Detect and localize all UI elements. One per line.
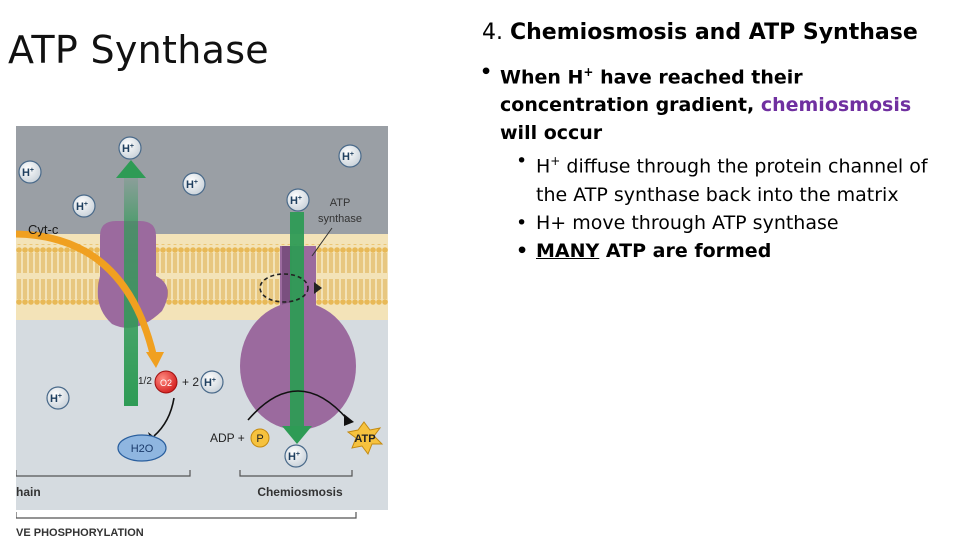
phosphorylation-label: VE PHOSPHORYLATION	[16, 527, 144, 539]
bullet-dot: •	[516, 237, 528, 265]
adp-label: ADP +	[210, 431, 245, 445]
atp-synthase-label-line2: synthase	[318, 213, 362, 225]
sub-bullet-item: • H+ move through ATP synthase	[516, 209, 950, 237]
plus-two-label: + 2	[182, 375, 199, 389]
slide-title: ATP Synthase	[8, 28, 269, 72]
chain-label: hain	[16, 485, 41, 499]
heading-text: Chemiosmosis and ATP Synthase	[510, 20, 918, 45]
sub-bullet-item: • H+ diffuse through the protein channel…	[516, 147, 950, 208]
chemiosmosis-label: Chemiosmosis	[257, 485, 343, 499]
atp-synthase-label-line1: ATP	[330, 197, 351, 209]
chemiosmosis-highlight: chemiosmosis	[761, 94, 911, 116]
heading-number: 4.	[482, 20, 503, 45]
section-heading: 4. Chemiosmosis and ATP Synthase	[482, 20, 918, 45]
sub-bullet-item: • MANY ATP are formed	[516, 237, 950, 265]
many-emphasis: MANY	[536, 240, 599, 262]
half-label: 1/2	[138, 376, 152, 387]
cyt-c-label: Cyt-c	[28, 222, 59, 237]
atp-synthase-diagram: H+ H+ H+ H+ H+ H+ H+ H+ H+ Cyt-c ATP syn…	[16, 126, 388, 540]
svg-text:P: P	[256, 433, 263, 445]
bullet-dot: •	[516, 147, 527, 175]
svg-text:O2: O2	[160, 378, 172, 388]
bullet-list: • When H+ have reached their concentrati…	[480, 58, 950, 265]
svg-text:ATP: ATP	[354, 433, 375, 445]
bullet-item: • When H+ have reached their concentrati…	[480, 58, 950, 147]
svg-text:H2O: H2O	[131, 443, 154, 455]
bullet-dot: •	[516, 209, 527, 237]
bullet-dot: •	[480, 58, 492, 86]
